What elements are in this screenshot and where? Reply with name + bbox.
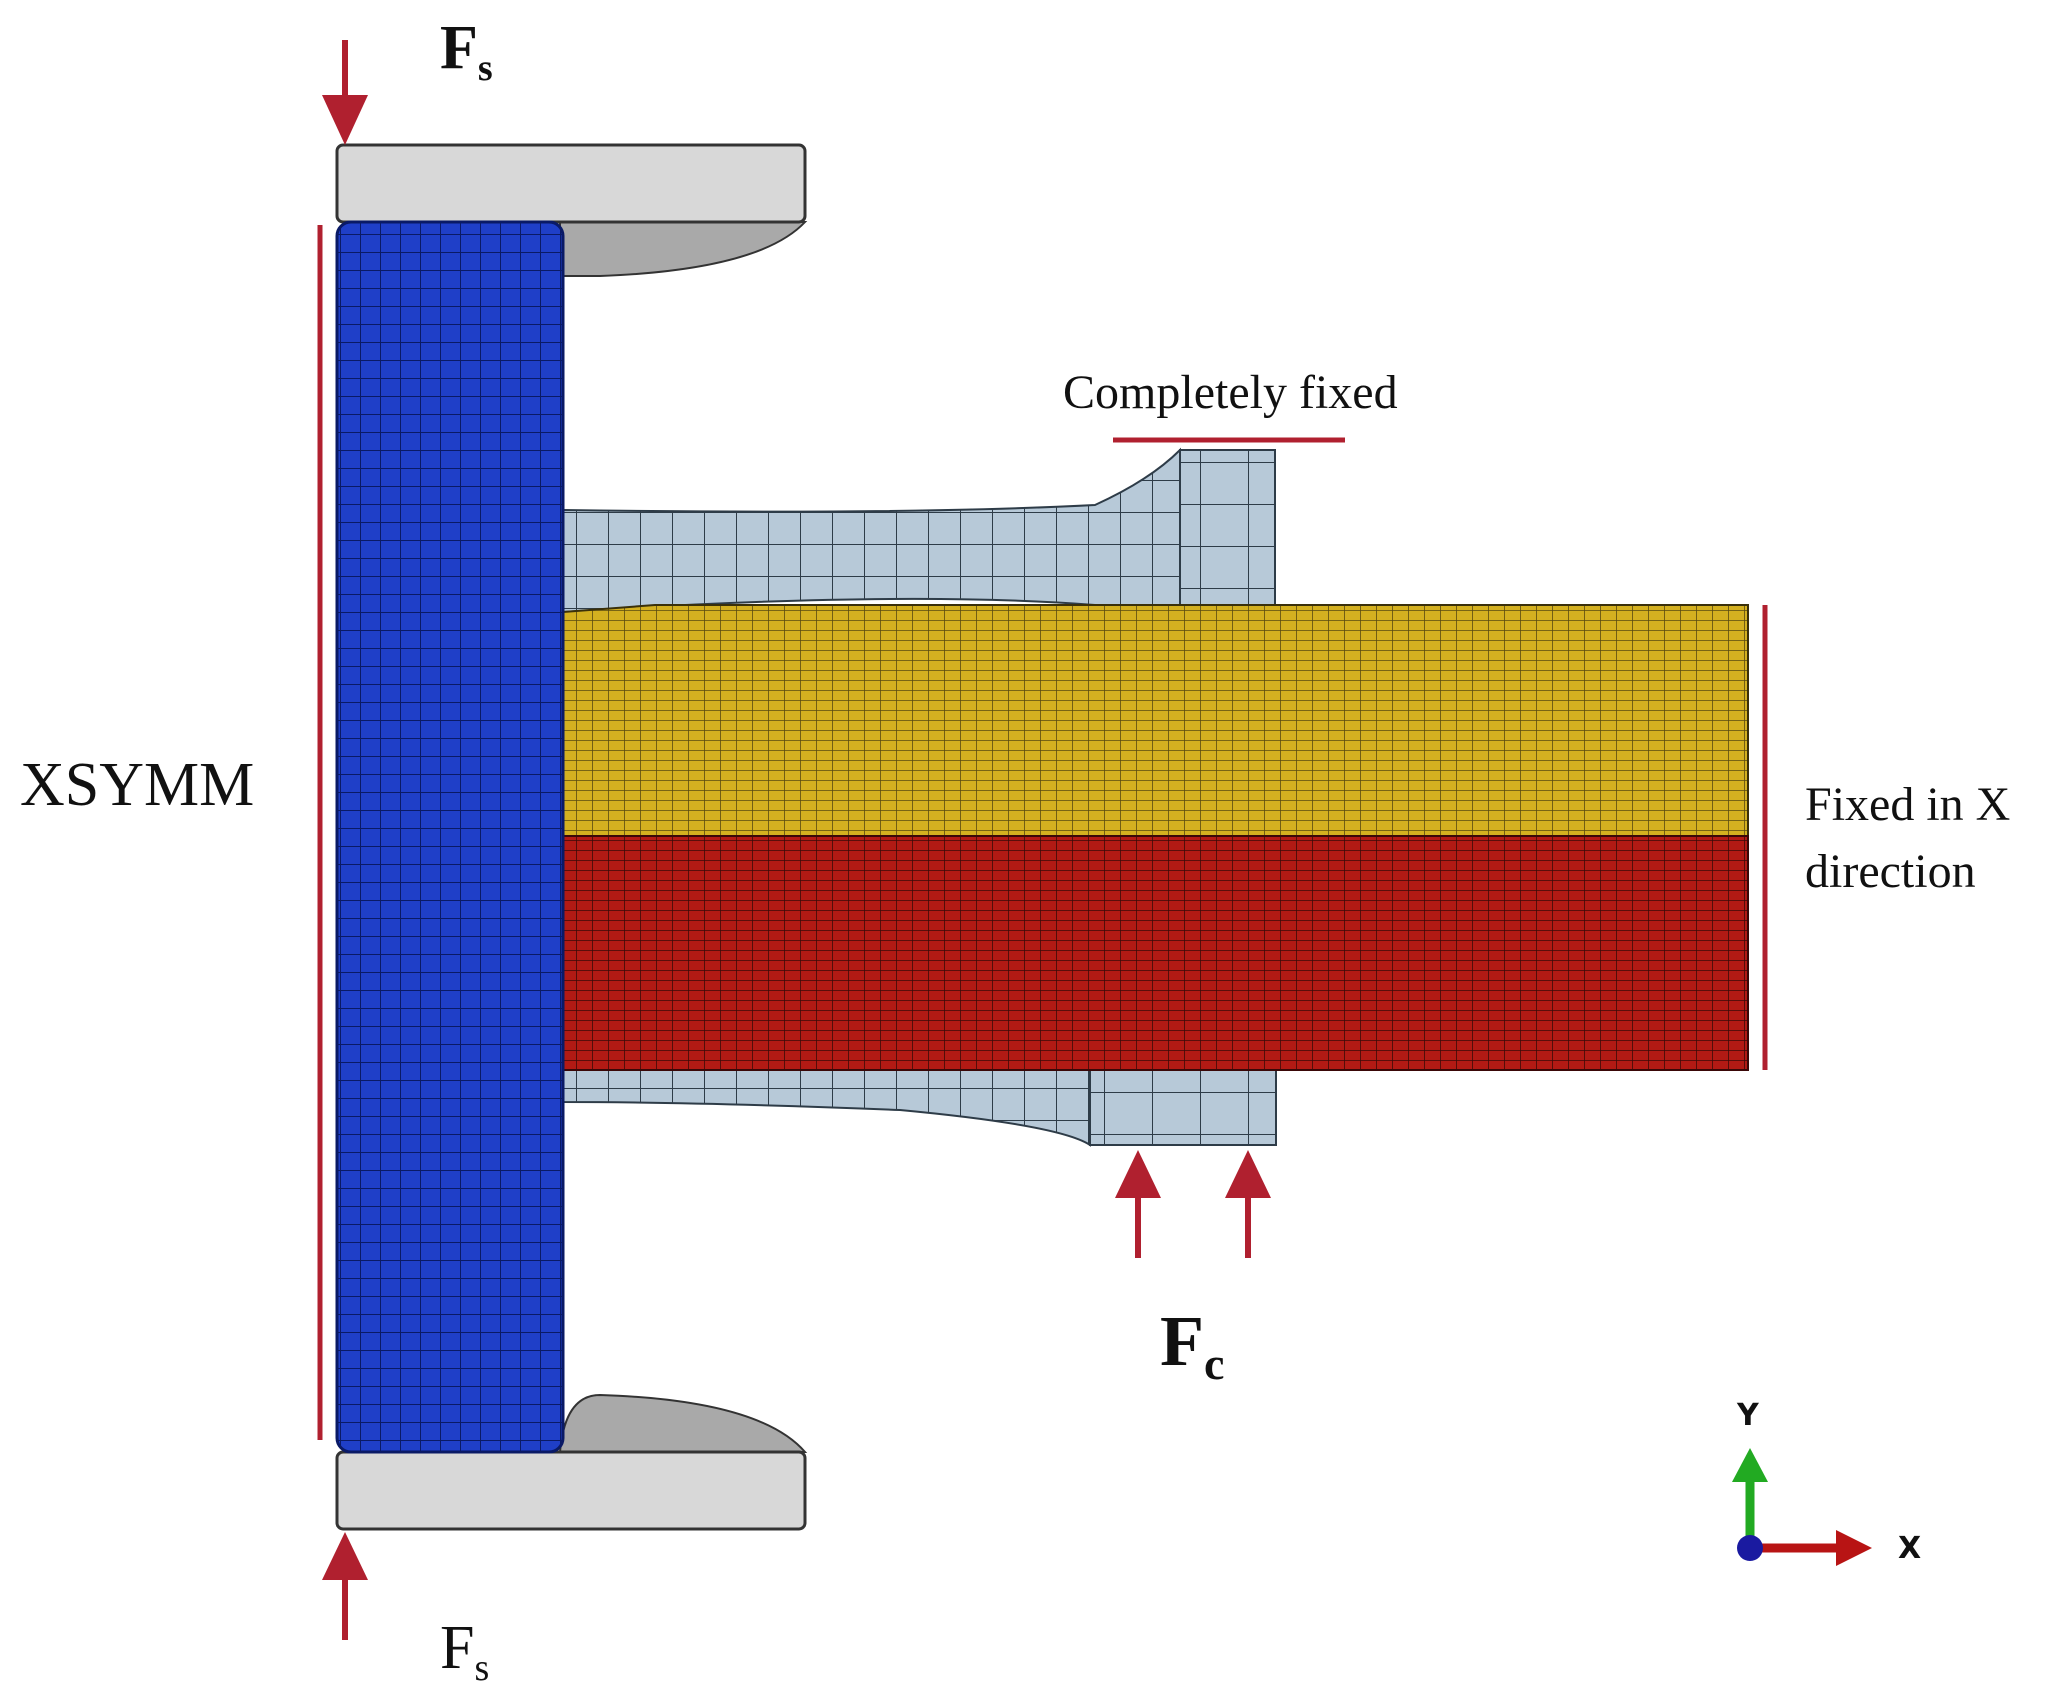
- top-support: [335, 143, 808, 277]
- blue-mesh: [335, 220, 565, 1454]
- z-axis-dot: [1737, 1535, 1763, 1561]
- fixed-x-label-line1: Fixed in X: [1805, 778, 2010, 831]
- top-support-curve: [559, 221, 808, 277]
- bottom-plate: [335, 1450, 807, 1531]
- steel-tube-bottom: [562, 1069, 1091, 1147]
- steel-fixed-block-top: [1179, 449, 1276, 606]
- fc-arrow-left: [1115, 1150, 1161, 1258]
- axis-triad: Y X: [1732, 1398, 1921, 1566]
- fixed-x-label-line2: direction: [1805, 845, 1976, 898]
- fs-bottom-label: Fs: [440, 1614, 489, 1689]
- fs-top-label: Fs: [440, 14, 493, 89]
- fc-arrow-right: [1225, 1150, 1271, 1258]
- axis-y-label: Y: [1736, 1398, 1760, 1433]
- yellow-mesh: [562, 604, 1749, 837]
- fs-top-arrow: [322, 40, 368, 145]
- xsymm-label: XSYMM: [20, 751, 254, 819]
- bottom-support-curve: [558, 1393, 808, 1453]
- bottom-support: [335, 1393, 808, 1531]
- fs-bottom-arrow: [322, 1532, 368, 1640]
- steel-load-block-bottom: [1089, 1069, 1277, 1146]
- fc-label: Fc: [1160, 1301, 1224, 1389]
- steel-tube-top: [562, 447, 1181, 614]
- axis-x-label: X: [1898, 1531, 1921, 1566]
- top-plate: [335, 143, 807, 224]
- completely-fixed-label: Completely fixed: [1063, 366, 1398, 419]
- red-mesh: [562, 835, 1749, 1071]
